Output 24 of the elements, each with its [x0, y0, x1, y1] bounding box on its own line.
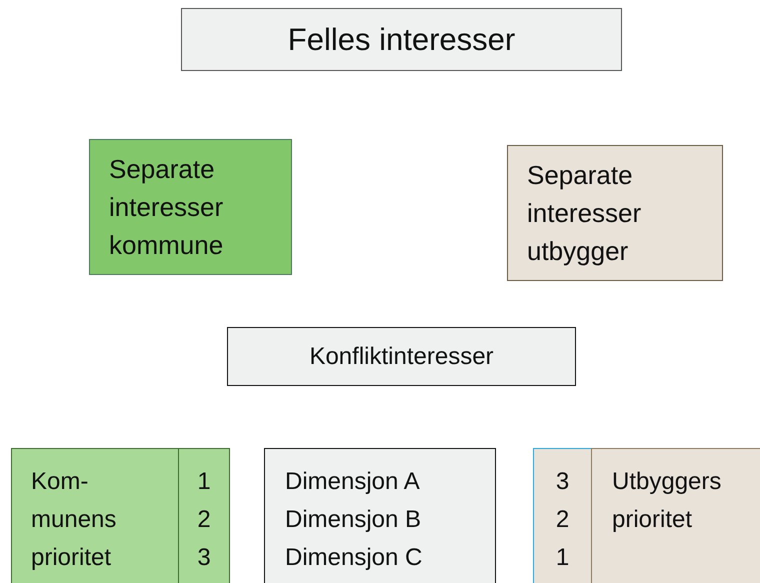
box-label: Dimensjon C [285, 543, 422, 573]
box-label: Separate interesser utbygger [527, 159, 642, 268]
box-label: Konfliktinteresser [309, 342, 494, 372]
priority-box [11, 448, 179, 583]
box-label: Felles interesser [288, 22, 516, 58]
priority-box [591, 448, 760, 583]
box-label: Separate interesser kommune [109, 153, 224, 262]
process-box [89, 139, 292, 275]
box-label: Kom- munens prioritet [31, 467, 118, 573]
box-label: 1 [556, 543, 570, 573]
heading-box [181, 8, 622, 71]
box-label: Utbyggers prioritet [612, 467, 722, 535]
process-box [507, 145, 723, 281]
ranking-column [533, 448, 592, 583]
ranking-column [178, 448, 230, 583]
box-label: Dimensjon B [285, 505, 422, 535]
box-label: 1 [197, 467, 211, 497]
dimension-box [264, 448, 496, 583]
box-label: 2 [556, 505, 570, 535]
box-label: Dimensjon A [285, 467, 420, 497]
process-box [227, 327, 576, 386]
box-label: 2 [197, 505, 211, 535]
box-label: 3 [197, 543, 211, 573]
box-label: 3 [556, 467, 570, 497]
